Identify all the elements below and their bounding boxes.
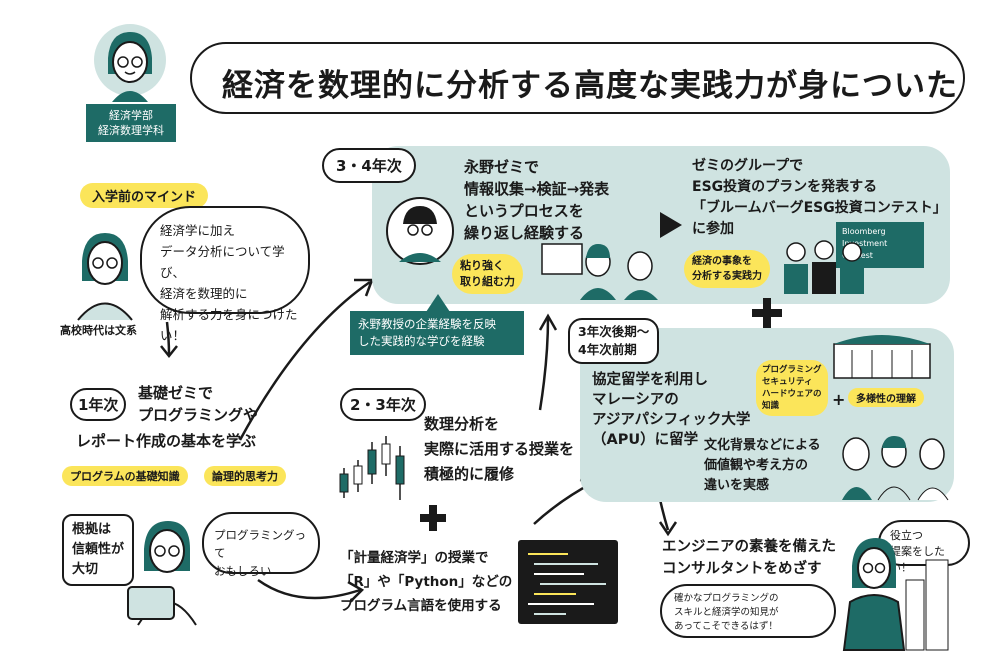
year1-skill-2: 論理的思考力 (204, 466, 286, 486)
before-avatar (70, 225, 140, 321)
small-plus-icon: + (832, 390, 846, 409)
study-abroad-skill-2: 多様性の理解 (848, 388, 924, 407)
year1-skill-1: プログラムの基礎知識 (62, 466, 188, 486)
goal-text: エンジニアの素養を備えた コンサルタントをめざす (662, 539, 836, 577)
bottom-left-thought: 根拠は 信頼性が 大切 (62, 514, 135, 586)
year23-course: 「計量経済学」の授業で 「R」や「Python」などの プログラム言語を使用する (340, 550, 513, 614)
contest-text: ゼミのグループで ESG投資のプランを発表する 「ブルームバーグESG投資コンテ… (692, 158, 947, 237)
code-editor-icon (518, 540, 618, 624)
year23-text: 数理分析を 実際に活用する授業を 積極的に履修 (424, 415, 575, 483)
year34-skill: 粘り強く 取り組む力 (452, 254, 523, 294)
plus-icon-2 (420, 505, 446, 531)
before-tag: 入学前のマインド (80, 183, 209, 208)
play-arrow-icon (660, 212, 682, 238)
presentation-scene (540, 236, 670, 300)
year23-tag: 2・3年次 (340, 388, 426, 421)
professor-portrait (385, 196, 455, 266)
bottom-left-speech: プログラミングって おもしろい (202, 512, 320, 578)
year34-tag: 3・4年次 (322, 148, 416, 183)
contest-team (776, 236, 876, 296)
year1-text: 基礎ゼミで プログラミングや (138, 384, 259, 424)
before-quote: 経済学に加え データ分析について学び、 経済を数理的に 解析する力を身につけたい… (140, 206, 310, 343)
year34-text: 永野ゼミで 情報収集→検証→発表 というプロセスを 繰り返し経験する (464, 158, 610, 242)
study-abroad-text: 協定留学を利用し マレーシアの アジアパシフィック大学 （APU）に留学 (592, 372, 751, 448)
goal-bubble: 確かなプログラミングの スキルと経済学の知見が あってこそできるはず！ (660, 584, 836, 638)
laptop-student (127, 515, 206, 626)
professor-note: 永野教授の企業経験を反映 した実践的な学びを経験 (350, 311, 524, 355)
study-abroad-insight: 文化背景などによる 価値観や考え方の 違いを実感 (704, 438, 821, 493)
university-building (832, 330, 932, 380)
contest-skill: 経済の事象を 分析する実践力 (684, 250, 770, 288)
down-arrow-icon (160, 321, 178, 359)
title-bubble: 経済を数理的に分析する高度な実践力が身についた (190, 42, 965, 114)
plus-icon (752, 298, 782, 328)
study-abroad-skill-1: プログラミング セキュリティ ハードウェアの 知識 (756, 360, 828, 416)
callout-pointer (426, 294, 450, 312)
year1-tag: 1年次 (70, 388, 127, 421)
department-label: 経済学部 経済数理学科 (86, 104, 176, 142)
student-avatar (92, 22, 168, 102)
international-students (838, 428, 950, 501)
page-title: 経済を数理的に分析する高度な実践力が身についた (222, 68, 958, 104)
before-note: 高校時代は文系 (60, 324, 137, 337)
year1-text-line3: レポート作成の基本を学ぶ (76, 432, 257, 450)
study-abroad-tag: 3年次後期～ 4年次前期 (568, 318, 660, 364)
consultant-figure (836, 530, 956, 651)
candlestick-icon (339, 436, 405, 500)
